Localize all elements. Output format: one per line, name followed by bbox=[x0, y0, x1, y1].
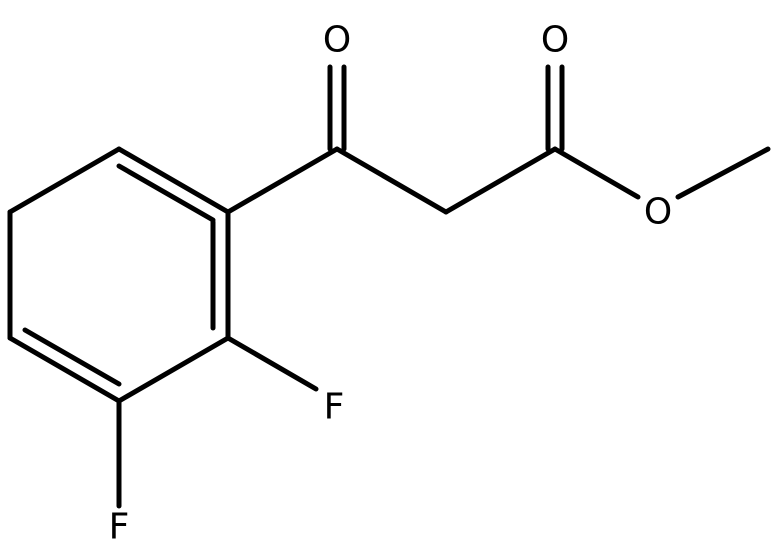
benzene-ring bbox=[7, 146, 231, 404]
ring-bond-c6-c1 bbox=[116, 146, 231, 215]
atom-label-ester-oxygen: O bbox=[644, 192, 672, 233]
ring-bond-c3-c4 bbox=[7, 335, 122, 404]
bond-ketone-ch2 bbox=[334, 146, 449, 215]
atom-label-ester-carbonyl-oxygen: O bbox=[541, 20, 569, 61]
atom-label-ketone-oxygen: O bbox=[323, 20, 351, 61]
ring-bond-c3-c4-inner bbox=[22, 327, 122, 387]
atom-label-fluorine-3: F bbox=[109, 507, 130, 548]
ring-bond-c5-c6 bbox=[7, 146, 122, 215]
bond-c2-f bbox=[225, 335, 319, 392]
bond-ester-c-o bbox=[552, 146, 641, 200]
bond-o-methyl bbox=[675, 146, 771, 200]
bond-ch2-ester-c bbox=[443, 146, 558, 215]
ring-bond-c6-c1-inner bbox=[116, 163, 216, 223]
ring-bond-c2-c3 bbox=[116, 335, 231, 404]
bond-ring-ketone bbox=[225, 146, 340, 215]
atom-label-fluorine-2: F bbox=[324, 387, 345, 428]
